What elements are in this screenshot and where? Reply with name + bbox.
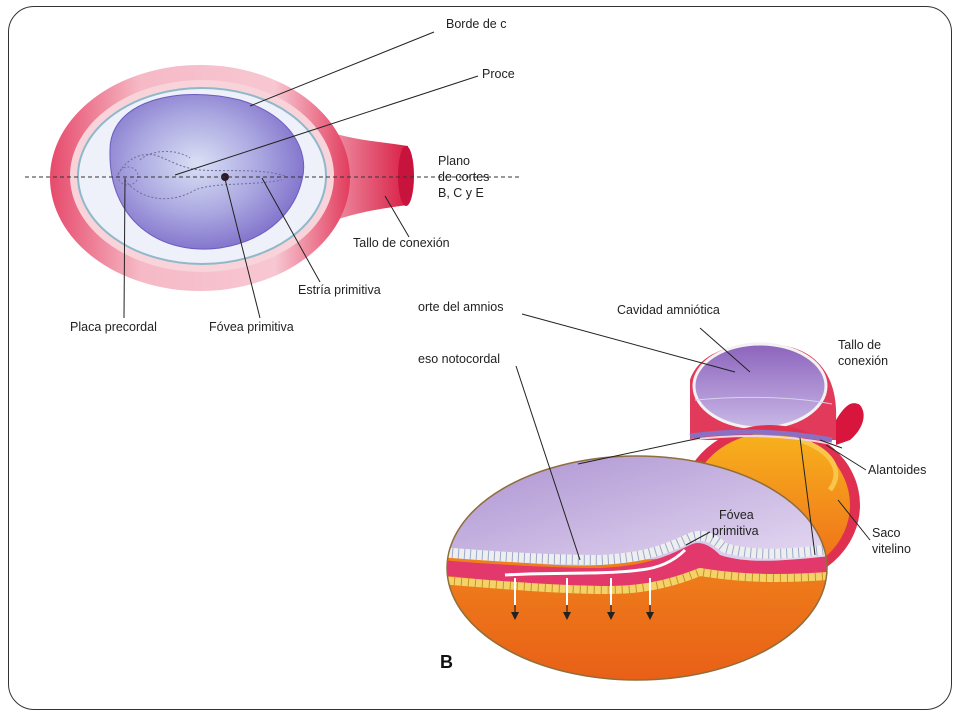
label-plano-2: de cortes [438, 170, 490, 184]
label-tallo-conexion-b-1: Tallo de [838, 338, 882, 352]
label-proceso: Proce [482, 67, 515, 81]
panel-label-b: B [440, 652, 453, 672]
label-tallo-conexion-b-2: conexión [838, 354, 889, 368]
label-plano-1: Plano [438, 154, 470, 168]
label-proceso-notocordal: eso notocordal [418, 352, 501, 366]
label-tallo-conexion-a: Tallo de conexión [353, 236, 450, 250]
label-fovea-primitiva-a: Fóvea primitiva [209, 320, 294, 334]
label-fovea-primitiva-b-2: primitiva [712, 524, 759, 538]
label-borde: Borde de c [446, 17, 507, 31]
label-placa-precordal: Placa precordal [70, 320, 157, 334]
label-fovea-primitiva-b-1: Fóvea [719, 508, 754, 522]
label-saco-vitelino-2: vitelino [872, 542, 911, 556]
label-corte-amnios: orte del amnios [418, 300, 504, 314]
label-alantoides: Alantoides [868, 463, 927, 477]
label-saco-vitelino-1: Saco [872, 526, 901, 540]
label-estria-primitiva: Estría primitiva [298, 283, 381, 297]
label-plano-3: B, C y E [438, 186, 484, 200]
embryo-top-view [25, 31, 520, 319]
label-cavidad-amniotica: Cavidad amniótica [617, 303, 720, 317]
embryo-section-view [446, 313, 871, 681]
